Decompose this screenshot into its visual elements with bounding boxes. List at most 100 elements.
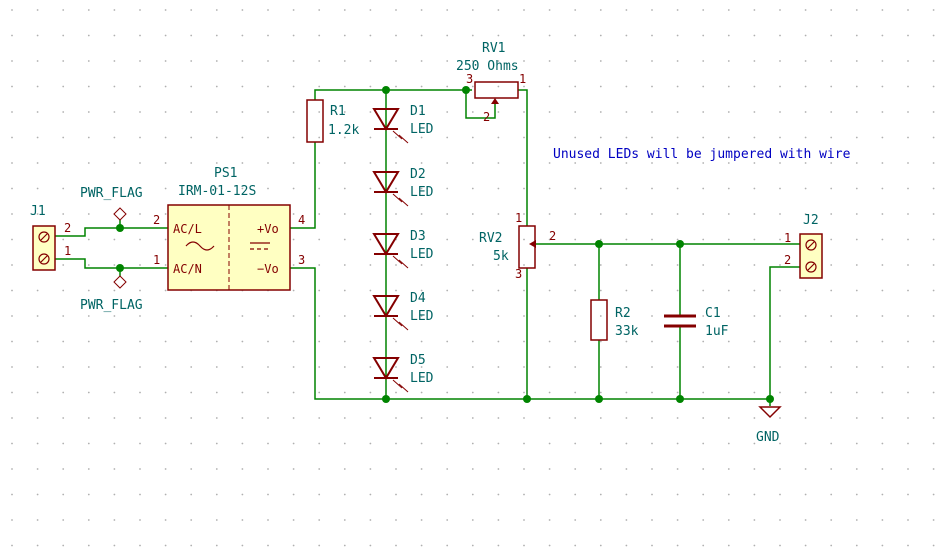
- light-arrow-icon: [398, 134, 409, 144]
- ground-icon: [758, 406, 782, 419]
- potentiometer-rv2[interactable]: RV2 5k 1 2 3: [479, 211, 556, 281]
- screw-terminal-icon: [805, 261, 817, 273]
- led-icon: [372, 233, 400, 256]
- wire-j1-pin2: [55, 227, 168, 237]
- j1-pin1-num: 1: [64, 244, 71, 258]
- junctions: [116, 86, 774, 403]
- c1-value: 1uF: [705, 324, 729, 339]
- potentiometer-icon: [474, 81, 519, 99]
- pwr-flag-top[interactable]: PWR_FLAG: [80, 186, 143, 221]
- screw-terminal-icon: [38, 253, 50, 265]
- light-arrow-icon: [392, 379, 403, 389]
- wire-j1-pin1: [55, 258, 168, 269]
- led-icon: [372, 295, 400, 318]
- junction: [523, 395, 531, 403]
- junction: [676, 395, 684, 403]
- r1-ref: R1: [330, 104, 346, 119]
- wire-vneg-rail: [290, 267, 770, 400]
- ground-symbol[interactable]: GND: [756, 406, 782, 445]
- pwr-flag-bottom[interactable]: PWR_FLAG: [80, 275, 143, 313]
- rv2-value: 5k: [493, 249, 509, 264]
- ps1-pin-acn: AC/N: [173, 262, 202, 276]
- led-value: LED: [410, 122, 434, 137]
- rv2-num2: 2: [549, 229, 556, 243]
- light-arrow-icon: [392, 193, 403, 203]
- junction: [676, 240, 684, 248]
- led-value: LED: [410, 185, 434, 200]
- ps1-num4: 4: [298, 213, 305, 227]
- connector-j1[interactable]: J1 2 1: [30, 204, 71, 271]
- led-icon: [372, 108, 400, 131]
- ps1-num3: 3: [298, 253, 305, 267]
- capacitor-c1[interactable]: C1 1uF: [664, 306, 729, 339]
- light-arrow-icon: [398, 383, 409, 393]
- connector-body: [32, 225, 56, 271]
- junction: [462, 86, 470, 94]
- wire-vpos-r1: [290, 142, 316, 229]
- ps1-ref: PS1: [214, 166, 237, 181]
- ps1-pin-acl: AC/L: [173, 222, 202, 236]
- pwr-flag-bottom-label: PWR_FLAG: [80, 298, 143, 313]
- led-ref: D2: [410, 167, 426, 182]
- pwr-flag-icon: [113, 207, 127, 221]
- r2-ref: R2: [615, 306, 631, 321]
- resistor-r1[interactable]: R1 1.2k: [306, 99, 359, 143]
- led-value: LED: [410, 247, 434, 262]
- j1-ref: J1: [30, 204, 46, 219]
- rv1-num2: 2: [483, 110, 490, 124]
- resistor-r2[interactable]: R2 33k: [590, 299, 639, 341]
- led-ref: D5: [410, 353, 426, 368]
- schematic-note: Unused LEDs will be jumpered with wire: [553, 147, 851, 162]
- led-ref: D3: [410, 229, 426, 244]
- light-arrow-icon: [398, 197, 409, 207]
- j1-pin2-num: 2: [64, 221, 71, 235]
- wires: [55, 89, 800, 406]
- potentiometer-rv1[interactable]: RV1 250 Ohms 3 1 2: [456, 41, 526, 124]
- connector-j2[interactable]: J2 1 2: [784, 213, 823, 279]
- junction: [766, 395, 774, 403]
- light-arrow-icon: [398, 259, 409, 269]
- gnd-label: GND: [756, 430, 780, 445]
- rv1-value: 250 Ohms: [456, 59, 519, 74]
- power-supply-ps1[interactable]: AC/L AC/N +Vo −Vo 2 1 4 3 PS1 IRM-01-12S: [153, 166, 305, 291]
- grid-dots: [11, 9, 935, 547]
- j2-pin2-num: 2: [784, 253, 791, 267]
- ps1-num2: 2: [153, 213, 160, 227]
- ps1-pin-vpos: +Vo: [257, 222, 279, 236]
- light-arrow-icon: [392, 255, 403, 265]
- j2-ref: J2: [803, 213, 819, 228]
- led-icon: [372, 357, 400, 380]
- wire-r1-top: [314, 89, 472, 100]
- rv2-num3: 3: [515, 267, 522, 281]
- light-arrow-icon: [398, 321, 409, 331]
- wire-rv1-wiper: [465, 90, 496, 119]
- screw-terminal-icon: [38, 231, 50, 243]
- wiper-arrow-icon: [491, 98, 499, 104]
- ps1-value: IRM-01-12S: [178, 184, 256, 199]
- ps1-pin-vneg: −Vo: [257, 262, 279, 276]
- potentiometer-icon: [518, 225, 536, 269]
- j2-pin1-num: 1: [784, 231, 791, 245]
- screw-terminal-icon: [805, 239, 817, 251]
- resistor-icon: [590, 299, 608, 341]
- pwr-flag-icon: [113, 275, 127, 289]
- light-arrow-icon: [392, 130, 403, 140]
- rv1-num1: 1: [519, 72, 526, 86]
- pwr-flag-top-label: PWR_FLAG: [80, 186, 143, 201]
- r2-value: 33k: [615, 324, 639, 339]
- ac-wave-icon: [185, 241, 215, 251]
- light-arrow-icon: [392, 317, 403, 327]
- connector-body: [799, 233, 823, 279]
- led-icon: [372, 171, 400, 194]
- junction: [116, 264, 124, 272]
- wire-j2-gnd: [769, 266, 800, 406]
- led-ref: D1: [410, 104, 426, 119]
- rv2-num1: 1: [515, 211, 522, 225]
